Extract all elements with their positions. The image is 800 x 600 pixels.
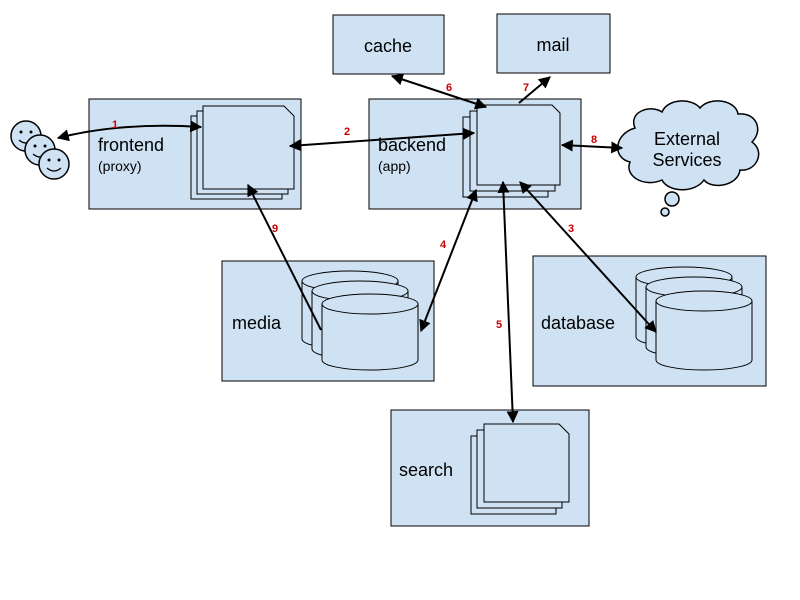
edge-5-number: 5 bbox=[496, 319, 502, 331]
external-services-cloud: External Services bbox=[617, 100, 760, 217]
edge-3-arrow bbox=[519, 181, 657, 333]
frontend-node: frontend (proxy) bbox=[88, 98, 302, 210]
frontend-label: frontend bbox=[98, 135, 164, 155]
edge-8-number: 8 bbox=[591, 134, 597, 146]
edge-3-number: 3 bbox=[568, 223, 574, 235]
edge-8-arrow bbox=[560, 139, 624, 154]
edge-2-number: 2 bbox=[344, 126, 350, 138]
media-label: media bbox=[232, 313, 282, 333]
search-label: search bbox=[399, 460, 453, 480]
search-pages-icon bbox=[470, 423, 570, 515]
external-services-label-line2: Services bbox=[652, 150, 721, 170]
backend-sublabel: (app) bbox=[378, 158, 411, 174]
media-database-icon bbox=[301, 270, 419, 371]
edge-9-arrow bbox=[247, 183, 322, 331]
edge-4-arrow bbox=[419, 188, 478, 333]
cache-label: cache bbox=[364, 36, 412, 56]
mail-label: mail bbox=[536, 35, 569, 55]
users-icon bbox=[10, 120, 70, 180]
edge-4-number: 4 bbox=[440, 239, 447, 251]
edge-7-number: 7 bbox=[523, 82, 529, 94]
database-cylinder-icon bbox=[635, 266, 753, 371]
edge-1-number: 1 bbox=[112, 119, 118, 131]
edge-6-number: 6 bbox=[446, 82, 452, 94]
mail-node: mail bbox=[496, 13, 611, 74]
edge-5-arrow bbox=[497, 180, 519, 424]
external-services-label-line1: External bbox=[654, 129, 720, 149]
cache-node: cache bbox=[332, 14, 445, 75]
edge-9-number: 9 bbox=[272, 223, 278, 235]
edge-7-arrow bbox=[518, 76, 551, 104]
database-node: database bbox=[532, 255, 767, 387]
frontend-pages-icon bbox=[190, 105, 295, 200]
edge-6-arrow bbox=[390, 73, 488, 110]
search-node: search bbox=[390, 409, 590, 527]
edge-1-arrow bbox=[56, 120, 203, 142]
frontend-sublabel: (proxy) bbox=[98, 158, 142, 174]
database-label: database bbox=[541, 313, 615, 333]
edge-2-arrow bbox=[288, 127, 476, 152]
backend-pages-icon bbox=[462, 104, 561, 198]
user-face-3 bbox=[38, 148, 70, 180]
media-node: media bbox=[221, 260, 435, 382]
